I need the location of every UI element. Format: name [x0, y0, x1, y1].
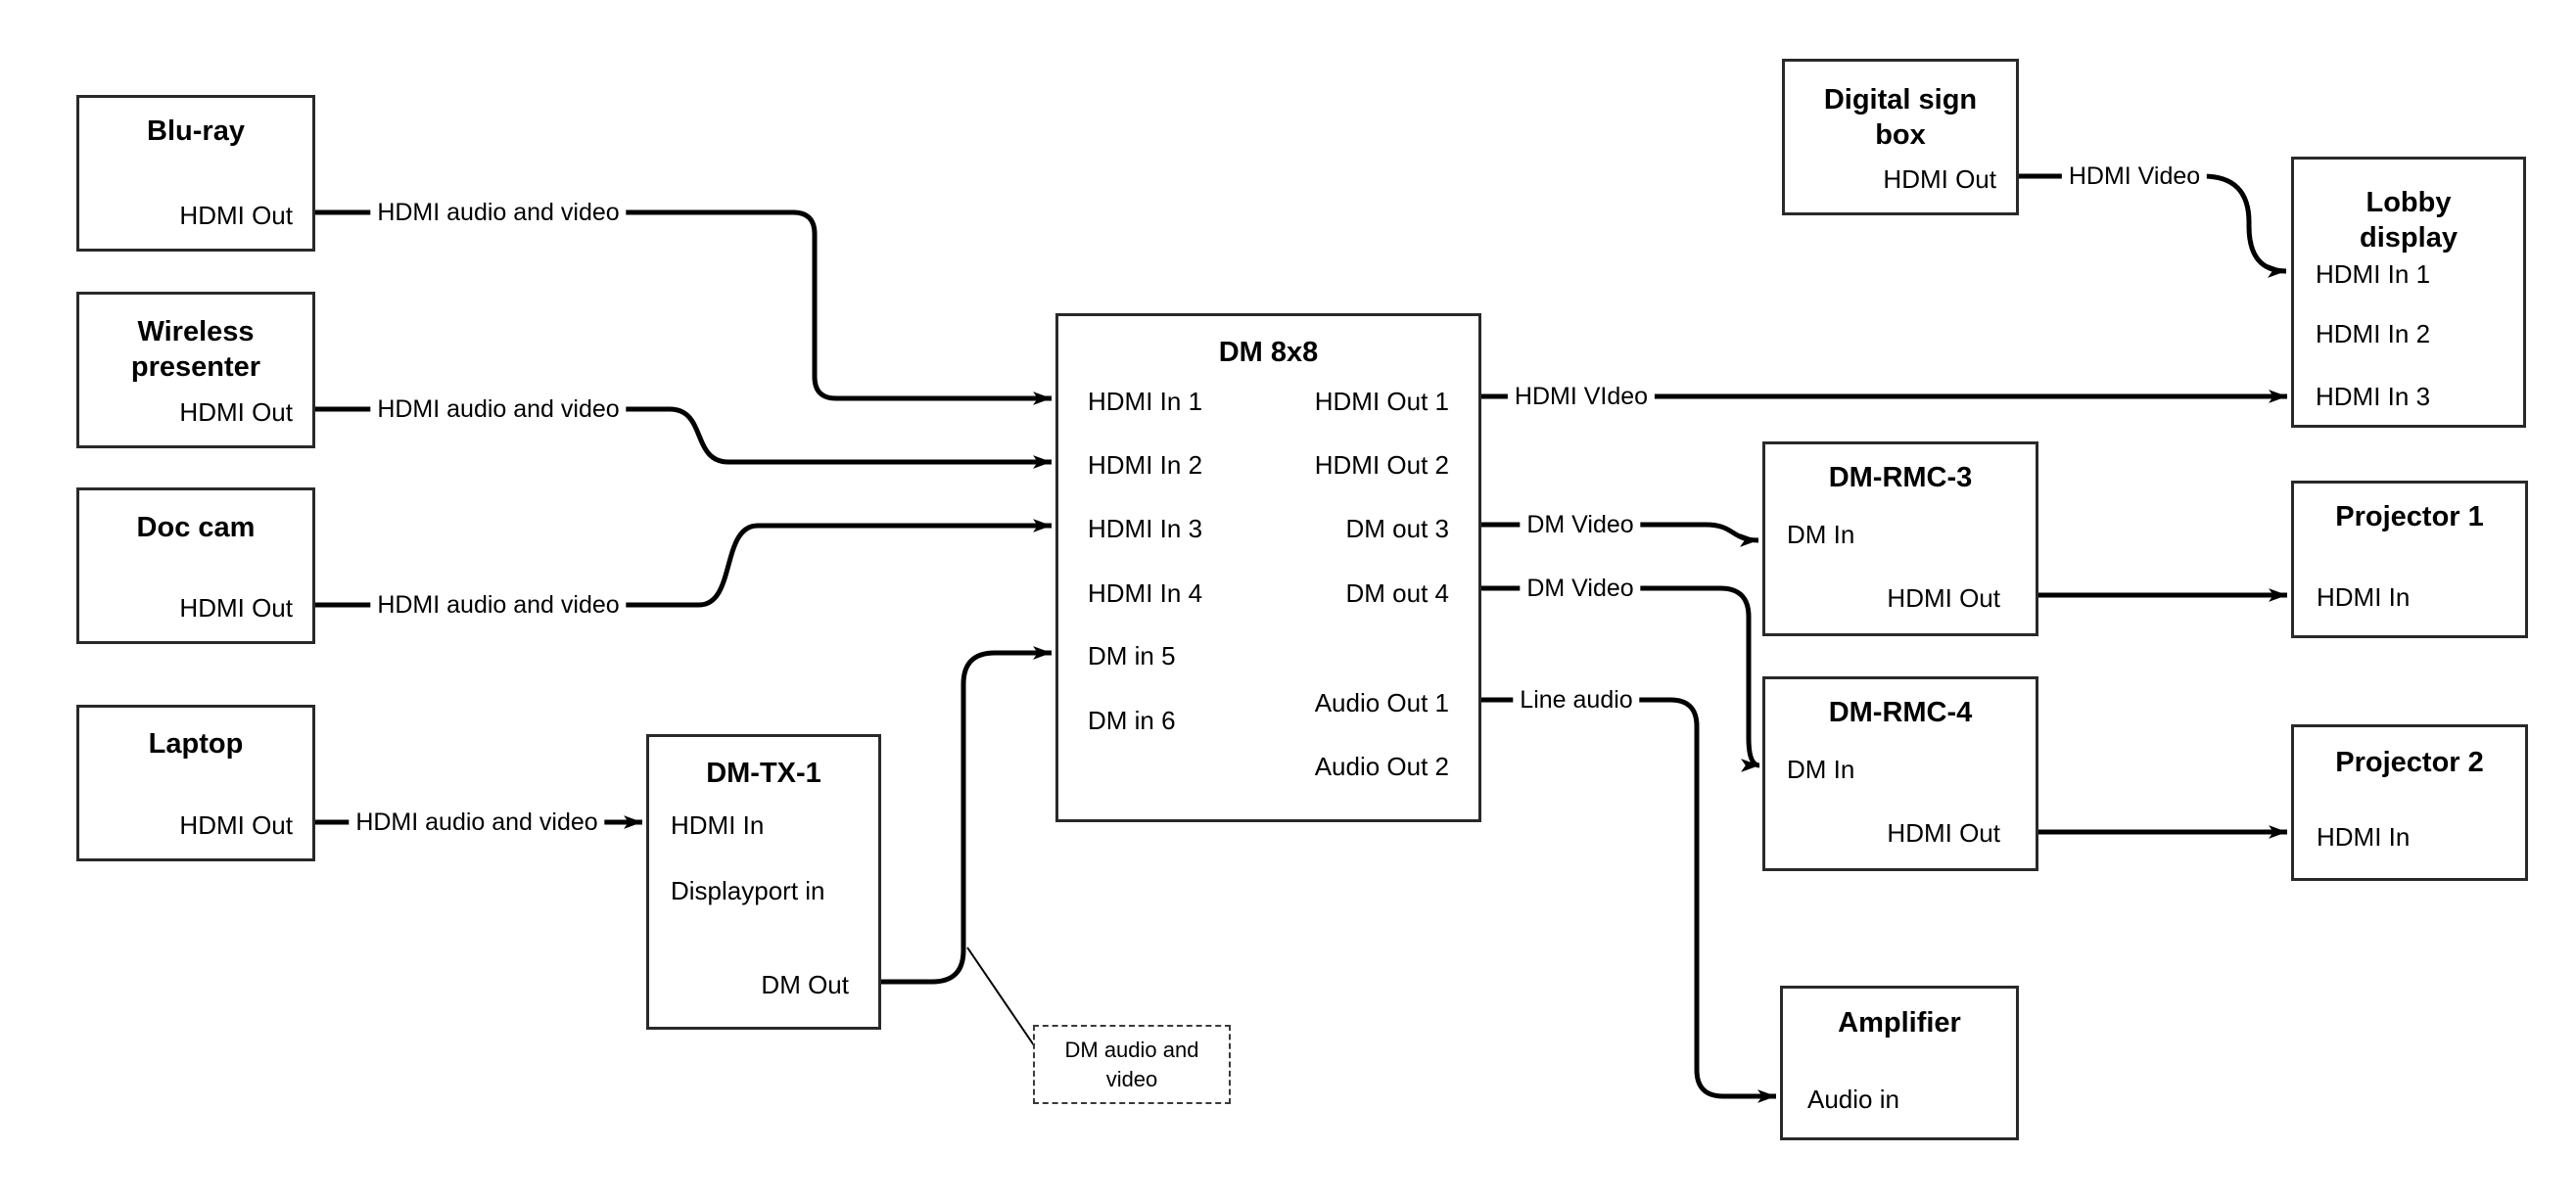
- port-hdmi-in-3: HDMI In 3: [2316, 382, 2431, 411]
- port-hdmi-out: HDMI Out: [179, 593, 293, 623]
- port-dm-in: DM In: [1787, 520, 1855, 549]
- port-hdmi-in-1: HDMI In 1: [2316, 259, 2431, 289]
- port-hdmi-out: HDMI Out: [1887, 583, 2000, 613]
- port-hdmi-in-2: HDMI In 2: [1088, 450, 1203, 480]
- port-hdmi-in-4: HDMI In 4: [1088, 578, 1203, 608]
- note-dm-audio-and-video[interactable]: DM audio and video: [1033, 1025, 1231, 1104]
- port-hdmi-out: HDMI Out: [1887, 818, 2000, 848]
- port-hdmi-out: HDMI Out: [179, 201, 293, 230]
- port-hdmi-out-2: HDMI Out 2: [1314, 450, 1449, 480]
- edge-label-dm-video-1: DM Video: [1520, 511, 1641, 538]
- edge-label-dm-video-2: DM Video: [1520, 575, 1641, 602]
- port-dm-out-4: DM out 4: [1345, 578, 1450, 608]
- node-dm-rmc-3[interactable]: DM-RMC-3 DM In HDMI Out: [1762, 441, 2038, 636]
- node-dm-8x8[interactable]: DM 8x8 HDMI In 1 HDMI In 2 HDMI In 3 HDM…: [1055, 313, 1481, 822]
- edge-digitalsign-to-lobby-hdmi-in-1[interactable]: [2019, 173, 2287, 278]
- node-lobby-display[interactable]: Lobby display HDMI In 1 HDMI In 2 HDMI I…: [2291, 157, 2526, 428]
- node-title: Laptop: [148, 728, 244, 760]
- edge-dm8x8-dmout3-to-rmc3-dm-in[interactable]: [1481, 522, 1759, 547]
- port-audio-out-1: Audio Out 1: [1314, 688, 1449, 717]
- edge-label-hdmi-video-main: HDMI VIdeo: [1507, 383, 1656, 410]
- node-title: Wireless presenter: [130, 316, 261, 383]
- node-doc-cam[interactable]: Doc cam HDMI Out: [76, 487, 315, 644]
- edge-bluray-to-dm8x8-hdmi-in-1[interactable]: [315, 209, 1052, 405]
- node-amplifier[interactable]: Amplifier Audio in: [1780, 986, 2019, 1140]
- node-title: Projector 1: [2335, 501, 2484, 532]
- port-hdmi-in: HDMI In: [2317, 582, 2411, 612]
- port-dm-out-3: DM out 3: [1345, 514, 1450, 543]
- port-hdmi-out: HDMI Out: [179, 397, 293, 427]
- edge-label-hdmi-audio-video-1: HDMI audio and video: [370, 199, 627, 226]
- edge-label-hdmi-audio-video-4: HDMI audio and video: [349, 808, 605, 836]
- port-audio-out-2: Audio Out 2: [1314, 752, 1449, 781]
- node-title: Doc cam: [136, 512, 256, 543]
- edge-doccam-to-dm8x8-hdmi-in-3[interactable]: [315, 519, 1052, 608]
- port-audio-in: Audio in: [1807, 1085, 1899, 1114]
- node-bluray[interactable]: Blu-ray HDMI Out: [76, 95, 315, 252]
- node-dm-tx-1[interactable]: DM-TX-1 HDMI In Displayport in DM Out: [646, 734, 881, 1030]
- edge-label-line-audio: Line audio: [1513, 686, 1640, 714]
- edge-dmtx1-dmout-to-dm8x8-dm-in-5[interactable]: [881, 646, 1052, 985]
- node-laptop[interactable]: Laptop HDMI Out: [76, 705, 315, 861]
- edge-label-hdmi-audio-video-3: HDMI audio and video: [370, 591, 627, 619]
- port-hdmi-in: HDMI In: [2317, 822, 2411, 852]
- port-dm-out: DM Out: [761, 970, 849, 999]
- node-wireless-presenter[interactable]: Wireless presenter HDMI Out: [76, 292, 315, 448]
- port-hdmi-out: HDMI Out: [179, 810, 293, 840]
- node-title: DM-TX-1: [706, 758, 821, 789]
- node-projector-1[interactable]: Projector 1 HDMI In: [2291, 481, 2528, 638]
- edge-dm8x8-audioout1-to-amplifier[interactable]: [1481, 697, 1776, 1103]
- port-dm-in-5: DM in 5: [1088, 641, 1176, 670]
- node-digital-sign-box[interactable]: Digital sign box HDMI Out: [1782, 59, 2019, 215]
- port-hdmi-in-1: HDMI In 1: [1088, 387, 1203, 416]
- node-title: Projector 2: [2335, 747, 2484, 778]
- node-title: Amplifier: [1838, 1007, 1961, 1039]
- port-hdmi-in-3: HDMI In 3: [1088, 514, 1203, 543]
- node-title: DM-RMC-4: [1828, 697, 1973, 728]
- port-displayport-in: Displayport in: [671, 876, 825, 905]
- note-text: DM audio and video: [1064, 1037, 1199, 1091]
- node-title: Digital sign box: [1823, 84, 1978, 151]
- port-dm-in-6: DM in 6: [1088, 706, 1176, 735]
- port-hdmi-out: HDMI Out: [1883, 164, 1996, 194]
- node-title: DM-RMC-3: [1828, 462, 1973, 493]
- node-projector-2[interactable]: Projector 2 HDMI In: [2291, 724, 2528, 881]
- node-title: DM 8x8: [1218, 337, 1319, 368]
- note-leader-line: [966, 947, 1035, 1046]
- edge-label-hdmi-audio-video-2: HDMI audio and video: [370, 395, 627, 423]
- port-hdmi-in: HDMI In: [671, 810, 765, 840]
- node-title: Blu-ray: [147, 115, 245, 147]
- port-hdmi-out-1: HDMI Out 1: [1314, 387, 1449, 416]
- node-title: Lobby display: [2360, 187, 2458, 254]
- node-dm-rmc-4[interactable]: DM-RMC-4 DM In HDMI Out: [1762, 676, 2038, 871]
- port-hdmi-in-2: HDMI In 2: [2316, 319, 2431, 348]
- edge-dm8x8-dmout4-to-rmc4-dm-in[interactable]: [1481, 585, 1760, 772]
- port-dm-in: DM In: [1787, 755, 1855, 784]
- edge-label-hdmi-video-sign: HDMI Video: [2061, 162, 2208, 190]
- edge-wireless-to-dm8x8-hdmi-in-2[interactable]: [315, 406, 1052, 469]
